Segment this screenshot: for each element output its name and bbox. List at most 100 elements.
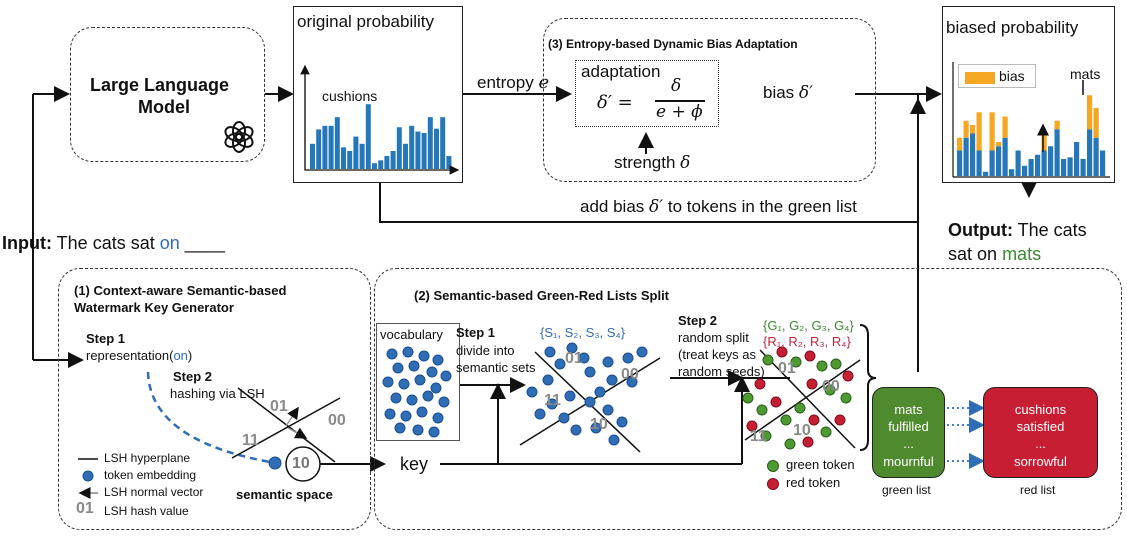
set-token-dot (542, 374, 554, 386)
vocab-token-dot (432, 412, 444, 424)
token-embedding-dot (268, 456, 282, 470)
legend-hyperplane: LSH hyperplane (104, 451, 191, 465)
set-token-dot (554, 358, 566, 370)
vocab-token-dot (392, 362, 404, 374)
legend-hash-code: 01 (76, 500, 94, 517)
split-step2-text2: (treat keys as (678, 347, 757, 362)
biased-mats-label: mats (1070, 66, 1101, 82)
input-label: Input: (2, 233, 52, 253)
biased-bar (957, 150, 963, 176)
vocab-token-dot (426, 366, 438, 378)
original-bar (359, 143, 365, 169)
biased-bar (1100, 150, 1106, 176)
semantic-set-dots (526, 342, 648, 446)
green-token-dot (840, 392, 852, 404)
rep-prefix: representation( (86, 348, 174, 363)
red-item-4: sorrowful (1014, 454, 1067, 469)
original-bar (421, 133, 427, 169)
green-item-1: mats (894, 402, 923, 417)
original-bar (310, 143, 315, 169)
split-code-01: 01 (778, 360, 796, 377)
vocab-token-dot (402, 346, 414, 358)
green-list-box: mats fulfilled ... mournful (872, 387, 945, 478)
keygen-code-10: 10 (292, 455, 310, 472)
biased-bar (1002, 137, 1008, 176)
keygen-step2: Step 2 (173, 369, 213, 384)
biased-bar (1048, 146, 1054, 176)
vocab-token-dot (438, 396, 450, 408)
biased-bar (1028, 159, 1034, 176)
red-item-1: cushions (1014, 402, 1067, 417)
original-bar (403, 143, 408, 169)
green-token-dot (780, 414, 792, 426)
biased-probability-bars (957, 95, 1106, 176)
add-bias-line (379, 94, 919, 223)
original-bar (440, 117, 446, 169)
original-bar (396, 127, 402, 169)
green-token-dot (762, 354, 774, 366)
output-label: Output: (948, 220, 1013, 240)
output-text1: The cats (1017, 220, 1087, 240)
bias-legend-swatch (965, 72, 995, 84)
set-token-dot (590, 422, 602, 434)
lsh-normal-2 (287, 427, 308, 439)
split-step1-text1: divide into (456, 343, 515, 358)
vocab-token-dot (386, 348, 398, 360)
biased-bar (1054, 129, 1060, 176)
bias-legend-label: bias (999, 68, 1025, 84)
red-item-2: satisfied (1016, 419, 1065, 434)
green-token-dot (816, 360, 828, 372)
split-step2-text3: random seeds) (678, 364, 765, 379)
set-token-dot (526, 386, 538, 398)
split-step1-text2: semantic sets (456, 360, 536, 375)
output-text2: sat on (948, 244, 998, 264)
vocab-token-dot (394, 422, 406, 434)
representation-to-space-curve (146, 371, 271, 464)
original-probability-title: original probability (297, 12, 435, 31)
green-token-dot (824, 384, 836, 396)
vocab-token-dot (408, 360, 420, 372)
vocab-token-dot (422, 390, 434, 402)
set-token-dot (546, 398, 558, 410)
green-token-dot (784, 438, 796, 450)
green-item-2: fulfilled (888, 419, 929, 434)
original-bar (334, 117, 340, 169)
strength-text: strength (614, 153, 676, 172)
green-item-4: mournful (883, 454, 934, 469)
original-bar (446, 156, 452, 169)
add-bias-text: add bias δ′ to tokens in the green list (580, 197, 857, 217)
biased-bar (1041, 150, 1047, 176)
keygen-code-01: 01 (270, 398, 288, 415)
original-bar (347, 151, 353, 169)
biased-bar (970, 133, 976, 176)
split-title: (2) Semantic-based Green-Red Lists Split (414, 288, 670, 303)
formula-numerator: δ (671, 76, 682, 96)
biased-bar-bias (963, 120, 969, 138)
green-token-dot (760, 430, 772, 442)
original-probability-bars (310, 104, 452, 169)
adaptation-box (543, 18, 876, 182)
biased-bar-bias (976, 112, 982, 151)
set-token-dot (636, 346, 648, 358)
output-line1: Output: The cats (948, 220, 1087, 241)
bias-output-symbol: δ′ (798, 83, 814, 103)
original-bar (378, 160, 384, 169)
set-token-dot (602, 404, 614, 416)
bias-legend-box (958, 64, 1036, 88)
split-step2: Step 2 (678, 313, 718, 328)
lsh-hyperplane-2 (231, 397, 341, 459)
adaptation-title: (3) Entropy-based Dynamic Bias Adaptatio… (548, 37, 798, 51)
biased-bar-bias (1041, 133, 1047, 151)
green-list-caption: green list (882, 483, 931, 497)
set-token-dot (566, 342, 578, 354)
formula-lhs: δ′ = (597, 92, 633, 113)
legend-hash-value: LSH hash value (104, 504, 189, 518)
llm-box (70, 27, 265, 162)
vocab-token-dot (406, 394, 418, 406)
strength-label: strength δ (614, 153, 690, 173)
original-bar (341, 147, 346, 169)
set-token-dot (584, 396, 596, 408)
keygen-step1: Step 1 (86, 331, 126, 346)
formula-fraction-bar (655, 100, 705, 102)
